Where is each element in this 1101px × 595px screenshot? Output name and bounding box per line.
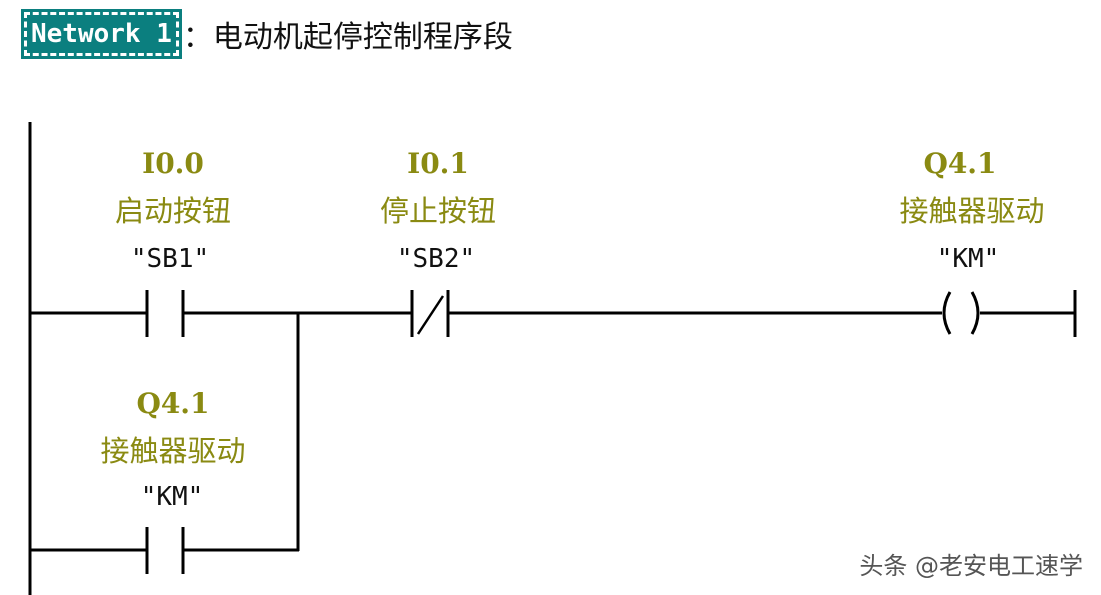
- coil-q4-1[interactable]: [942, 291, 980, 335]
- symbol-label: "KM": [937, 244, 1000, 274]
- comment-label: 接触器驱动: [899, 194, 1044, 228]
- address-label: Q4.1: [923, 147, 996, 180]
- contact-i0-0[interactable]: [145, 290, 185, 337]
- address-label: I0.1: [407, 147, 469, 180]
- network-header: Network 1 ：电动机起停控制程序段: [21, 9, 513, 59]
- comment-label: 接触器驱动: [100, 434, 245, 468]
- comment-label: 启动按钮: [115, 194, 231, 228]
- network-title: ：电动机起停控制程序段: [182, 20, 513, 55]
- network-label[interactable]: Network 1: [21, 9, 182, 59]
- contact-i0-1-nc[interactable]: [410, 290, 450, 337]
- watermark: 头条 @老安电工速学: [859, 552, 1083, 580]
- comment-label: 停止按钮: [380, 194, 496, 228]
- address-label: Q4.1: [136, 387, 209, 420]
- symbol-label: "SB1": [131, 244, 209, 274]
- symbol-label: "KM": [141, 482, 204, 512]
- contact-q4-1-seal[interactable]: [145, 527, 185, 574]
- symbol-label: "SB2": [397, 244, 475, 274]
- address-label: I0.0: [142, 147, 204, 180]
